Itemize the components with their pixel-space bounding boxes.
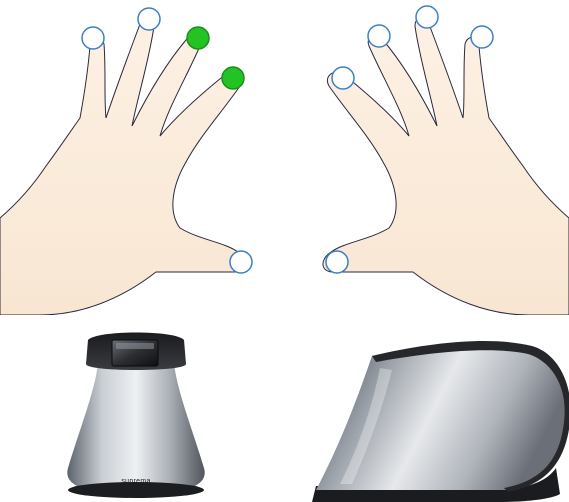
right-middle-finger-icon[interactable] [368, 25, 390, 47]
right-hand-shape [323, 17, 569, 315]
left-little-finger-icon[interactable] [82, 27, 104, 49]
left-ring-finger-icon[interactable] [138, 8, 160, 30]
right-ring-finger-icon[interactable] [416, 6, 438, 28]
scanner-front-body [67, 362, 204, 496]
left-thumb-icon[interactable] [230, 251, 252, 273]
right-hand [323, 17, 569, 315]
right-index-finger-icon[interactable] [332, 67, 354, 89]
scanner-side-view [312, 341, 569, 502]
left-hand [0, 17, 246, 315]
hands-diagram [0, 0, 569, 315]
left-hand-shape [0, 17, 246, 315]
right-little-finger-icon[interactable] [471, 26, 493, 48]
scanner-brand-logo: suprema [121, 478, 150, 485]
fingerprint-sensor-glare [116, 343, 154, 349]
left-index-finger-icon[interactable] [222, 67, 244, 89]
scanner-front-view: suprema [67, 333, 204, 499]
right-thumb-icon[interactable] [326, 251, 348, 273]
left-middle-finger-icon[interactable] [187, 27, 209, 49]
scanner-images: suprema [0, 318, 569, 502]
